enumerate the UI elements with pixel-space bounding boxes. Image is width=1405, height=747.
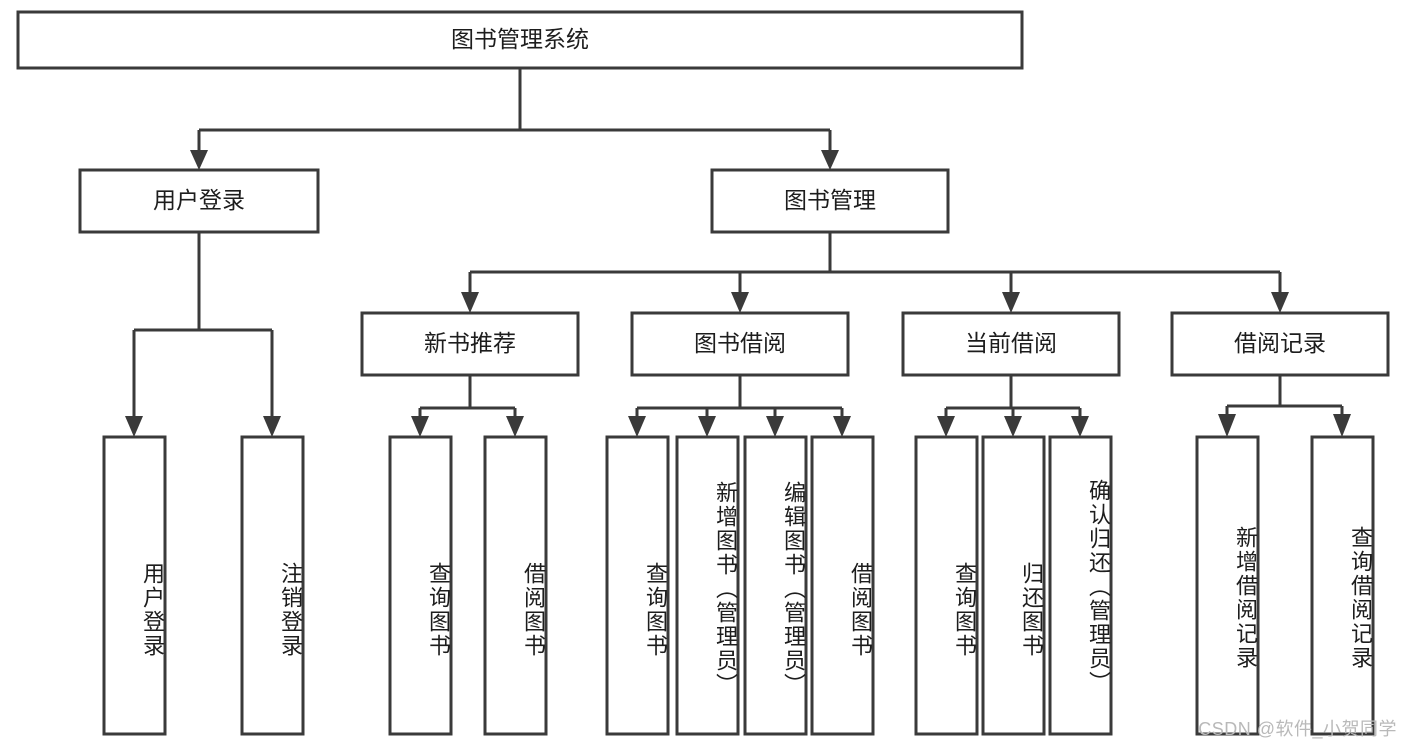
node-borrow-record[interactable]: 借阅记录: [1170, 311, 1390, 377]
leaf-box-currentborrow-3[interactable]: [1048, 435, 1113, 736]
leaf-box-bookborrow-3[interactable]: [743, 435, 808, 736]
leaf-box-bookborrow-4[interactable]: [810, 435, 875, 736]
leaf-box-currentborrow-2[interactable]: [981, 435, 1046, 736]
leaf-box-currentborrow-1[interactable]: [914, 435, 979, 736]
node-new-book-recommend[interactable]: 新书推荐: [360, 311, 580, 377]
arrow-leaf-currentborrow-2: [1004, 416, 1022, 437]
node-new-book-recommend-box[interactable]: [360, 311, 580, 377]
node-borrow-record-box[interactable]: [1170, 311, 1390, 377]
node-book-borrow-label: 图书借阅: [694, 330, 786, 356]
node-user-login[interactable]: 用户登录: [78, 168, 320, 234]
arrow-leaf-currentborrow-3: [1071, 416, 1089, 437]
node-current-borrow[interactable]: 当前借阅: [901, 311, 1121, 377]
node-root-box[interactable]: [16, 10, 1024, 70]
arrow-to-borrow-record: [1271, 292, 1289, 313]
node-book-manage-box[interactable]: [710, 168, 950, 234]
arrow-to-current-borrow: [1002, 292, 1020, 313]
arrow-leaf-user-login-2: [263, 416, 281, 437]
node-user-login-box[interactable]: [78, 168, 320, 234]
node-book-manage[interactable]: 图书管理: [710, 168, 950, 234]
arrow-leaf-newbook-2: [506, 416, 524, 437]
arrow-leaf-newbook-1: [411, 416, 429, 437]
arrow-leaf-bookborrow-4: [833, 416, 851, 437]
leaf-box-bookborrow-1[interactable]: [605, 435, 670, 736]
leaf-box-borrowrecord-2[interactable]: [1310, 435, 1375, 736]
node-book-borrow-box[interactable]: [630, 311, 850, 377]
leaf-box-bookborrow-2[interactable]: [675, 435, 740, 736]
leaf-box-borrowrecord-1[interactable]: [1195, 435, 1260, 736]
arrow-leaf-borrowrecord-2: [1333, 414, 1351, 437]
csdn-watermark: CSDN @软件_小贺同学: [1198, 719, 1397, 739]
arrow-leaf-currentborrow-1: [937, 416, 955, 437]
leaf-box-layer: [102, 435, 1375, 736]
node-root-label: 图书管理系统: [451, 26, 589, 52]
connector-layer: [125, 68, 1351, 437]
arrow-leaf-borrowrecord-1: [1218, 414, 1236, 437]
leaf-box-user-login-2[interactable]: [240, 435, 305, 736]
node-user-login-label: 用户登录: [153, 187, 245, 213]
node-current-borrow-box[interactable]: [901, 311, 1121, 377]
arrow-to-book-manage: [821, 150, 839, 170]
node-borrow-record-label: 借阅记录: [1234, 330, 1326, 356]
node-root[interactable]: 图书管理系统: [16, 10, 1024, 70]
arrow-leaf-bookborrow-3: [766, 416, 784, 437]
arrow-leaf-bookborrow-2: [698, 416, 716, 437]
node-current-borrow-label: 当前借阅: [965, 330, 1057, 356]
leaf-box-newbook-1[interactable]: [388, 435, 453, 736]
arrow-to-new-book: [461, 292, 479, 313]
node-new-book-recommend-label: 新书推荐: [424, 330, 516, 356]
arrow-leaf-bookborrow-1: [628, 416, 646, 437]
leaf-box-newbook-2[interactable]: [483, 435, 548, 736]
node-book-manage-label: 图书管理: [784, 187, 876, 213]
arrow-to-user-login: [190, 150, 208, 170]
arrow-to-book-borrow: [731, 292, 749, 313]
leaf-box-user-login-1[interactable]: [102, 435, 167, 736]
node-book-borrow[interactable]: 图书借阅: [630, 311, 850, 377]
arrow-leaf-user-login-1: [125, 416, 143, 437]
